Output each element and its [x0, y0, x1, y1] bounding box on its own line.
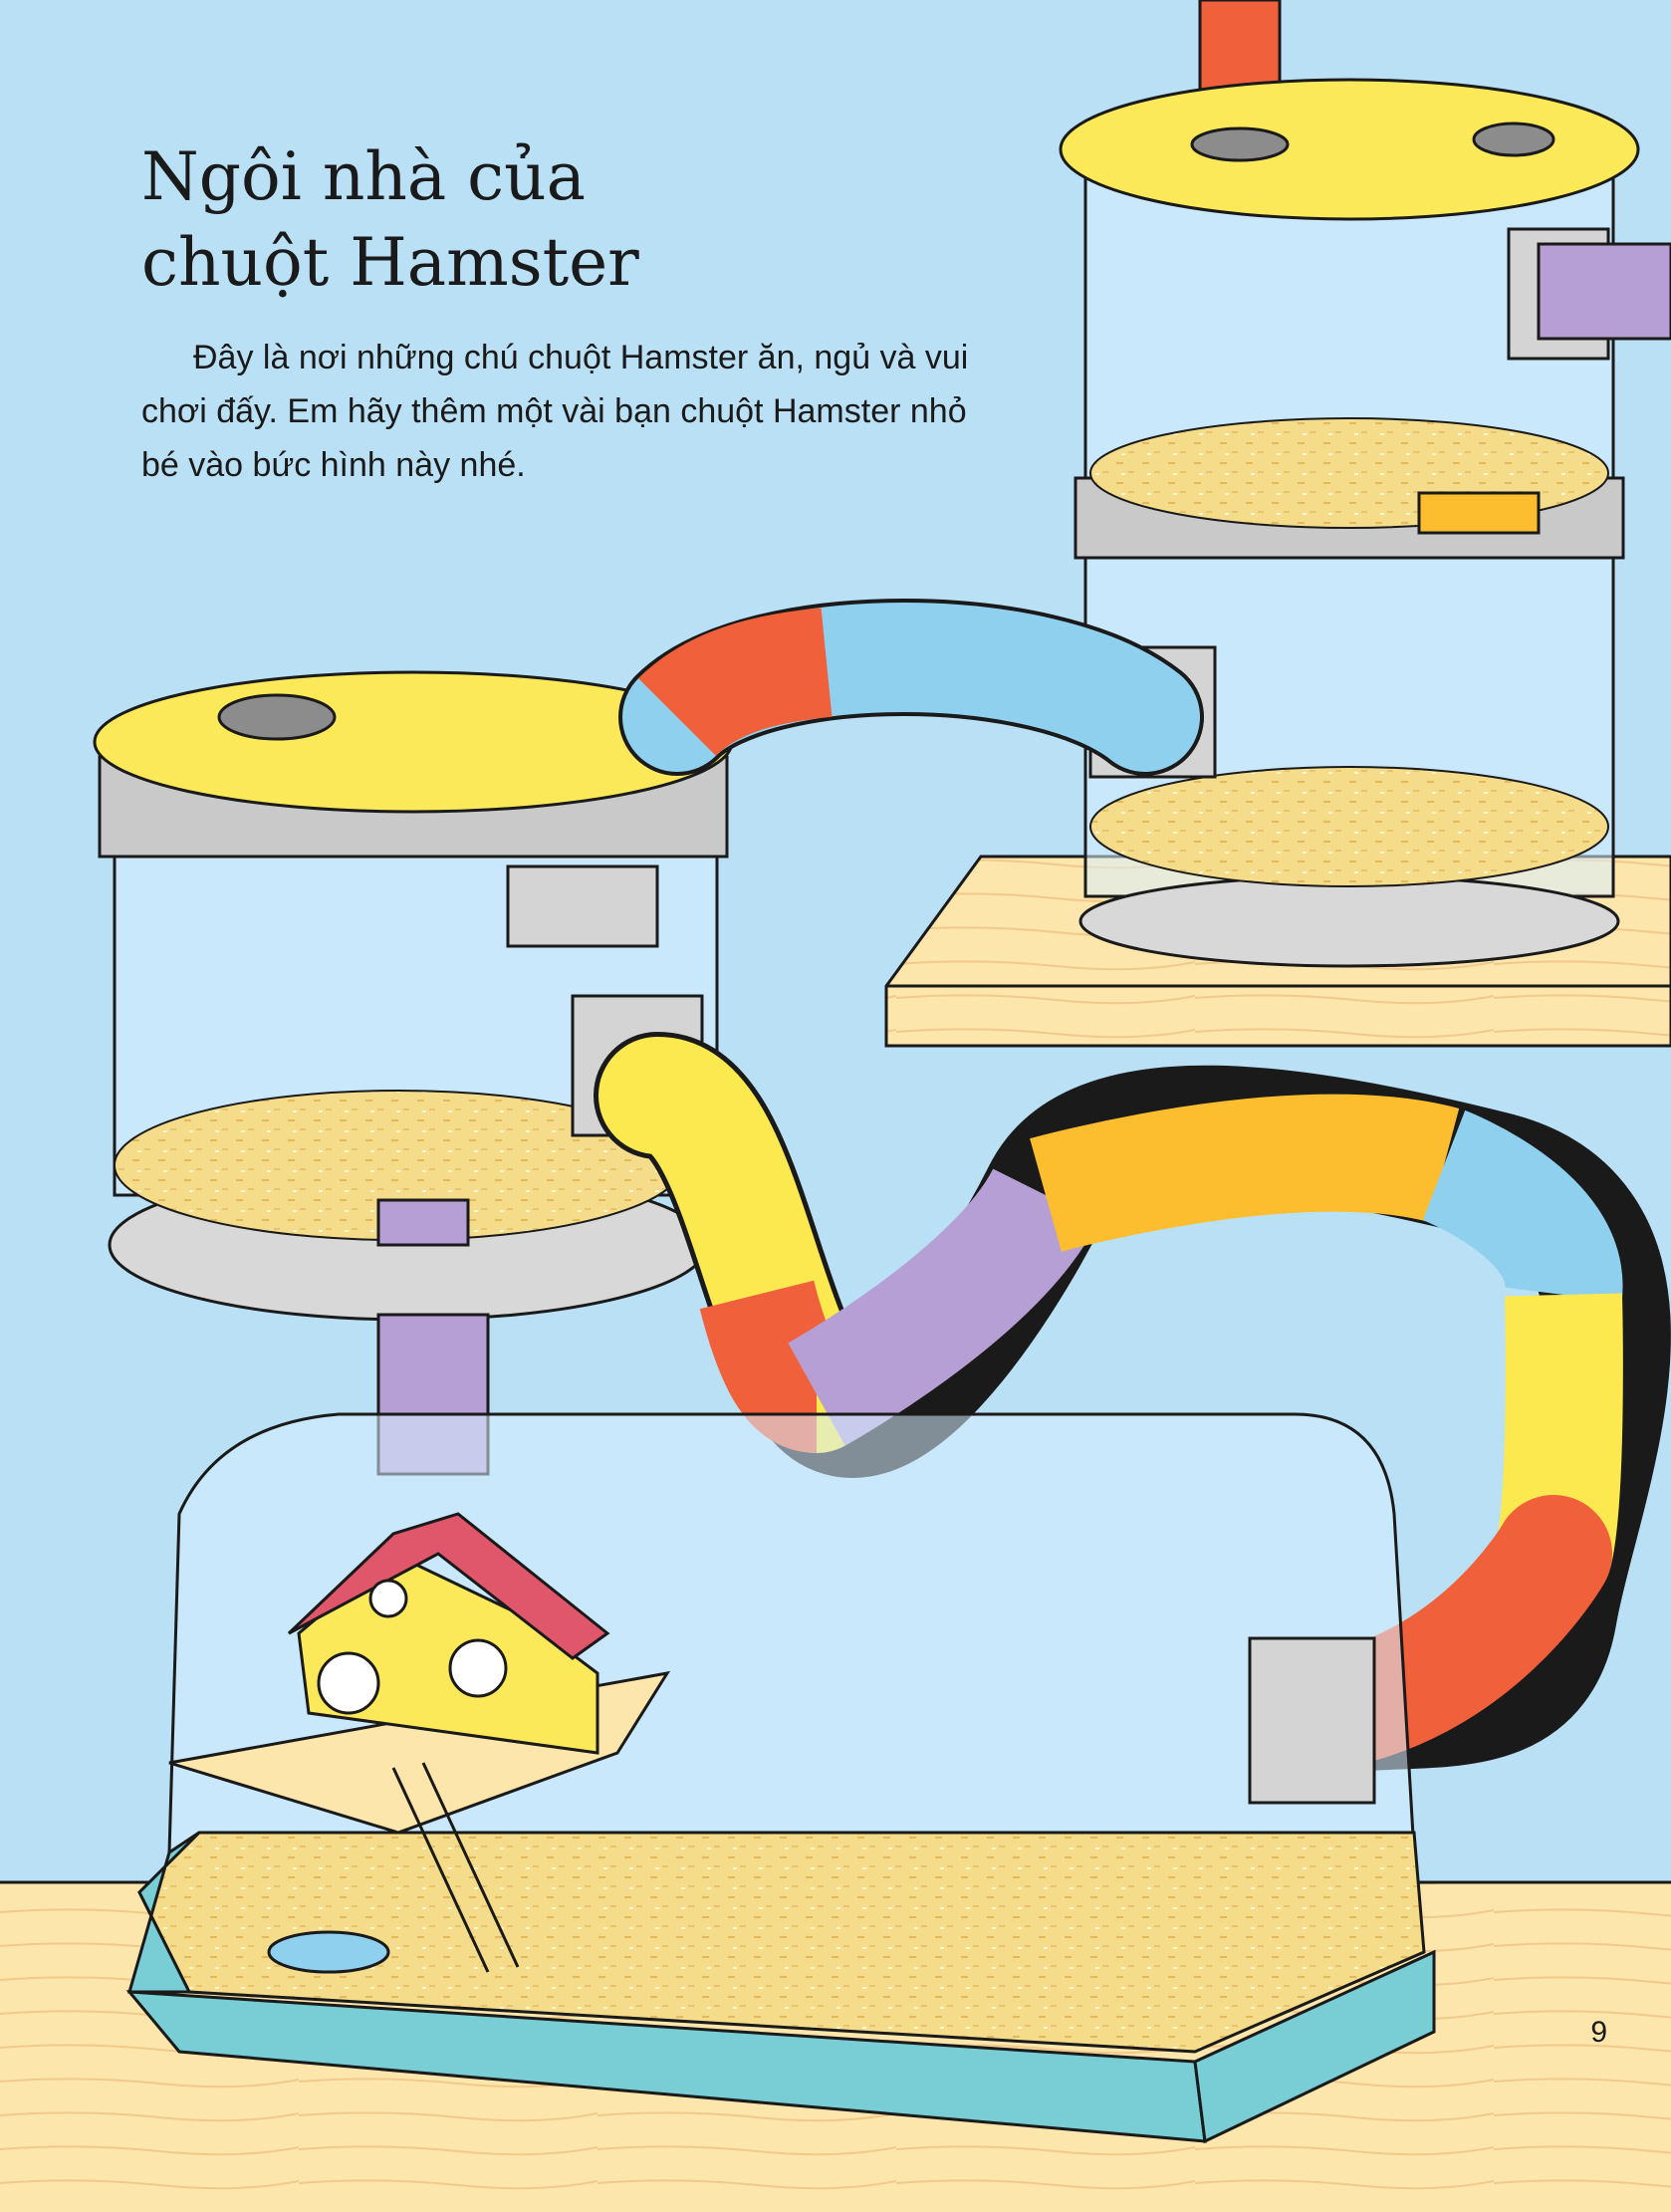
instruction-text: Đây là nơi những chú chuột Hamster ăn, n…: [141, 331, 978, 492]
page-title: Ngôi nhà của chuột Hamster: [141, 134, 639, 306]
bottom-cage: [125, 1412, 1436, 2144]
left-pod: [93, 670, 734, 1322]
instruction-body: Đây là nơi những chú chuột Hamster ăn, n…: [141, 339, 969, 484]
title-line-2: chuột Hamster: [141, 224, 639, 301]
page-number: 9: [1590, 2016, 1607, 2049]
toy-house: [168, 1512, 671, 1973]
title-line-1: Ngôi nhà của: [141, 138, 586, 215]
top-right-pod: [1059, 78, 1671, 968]
